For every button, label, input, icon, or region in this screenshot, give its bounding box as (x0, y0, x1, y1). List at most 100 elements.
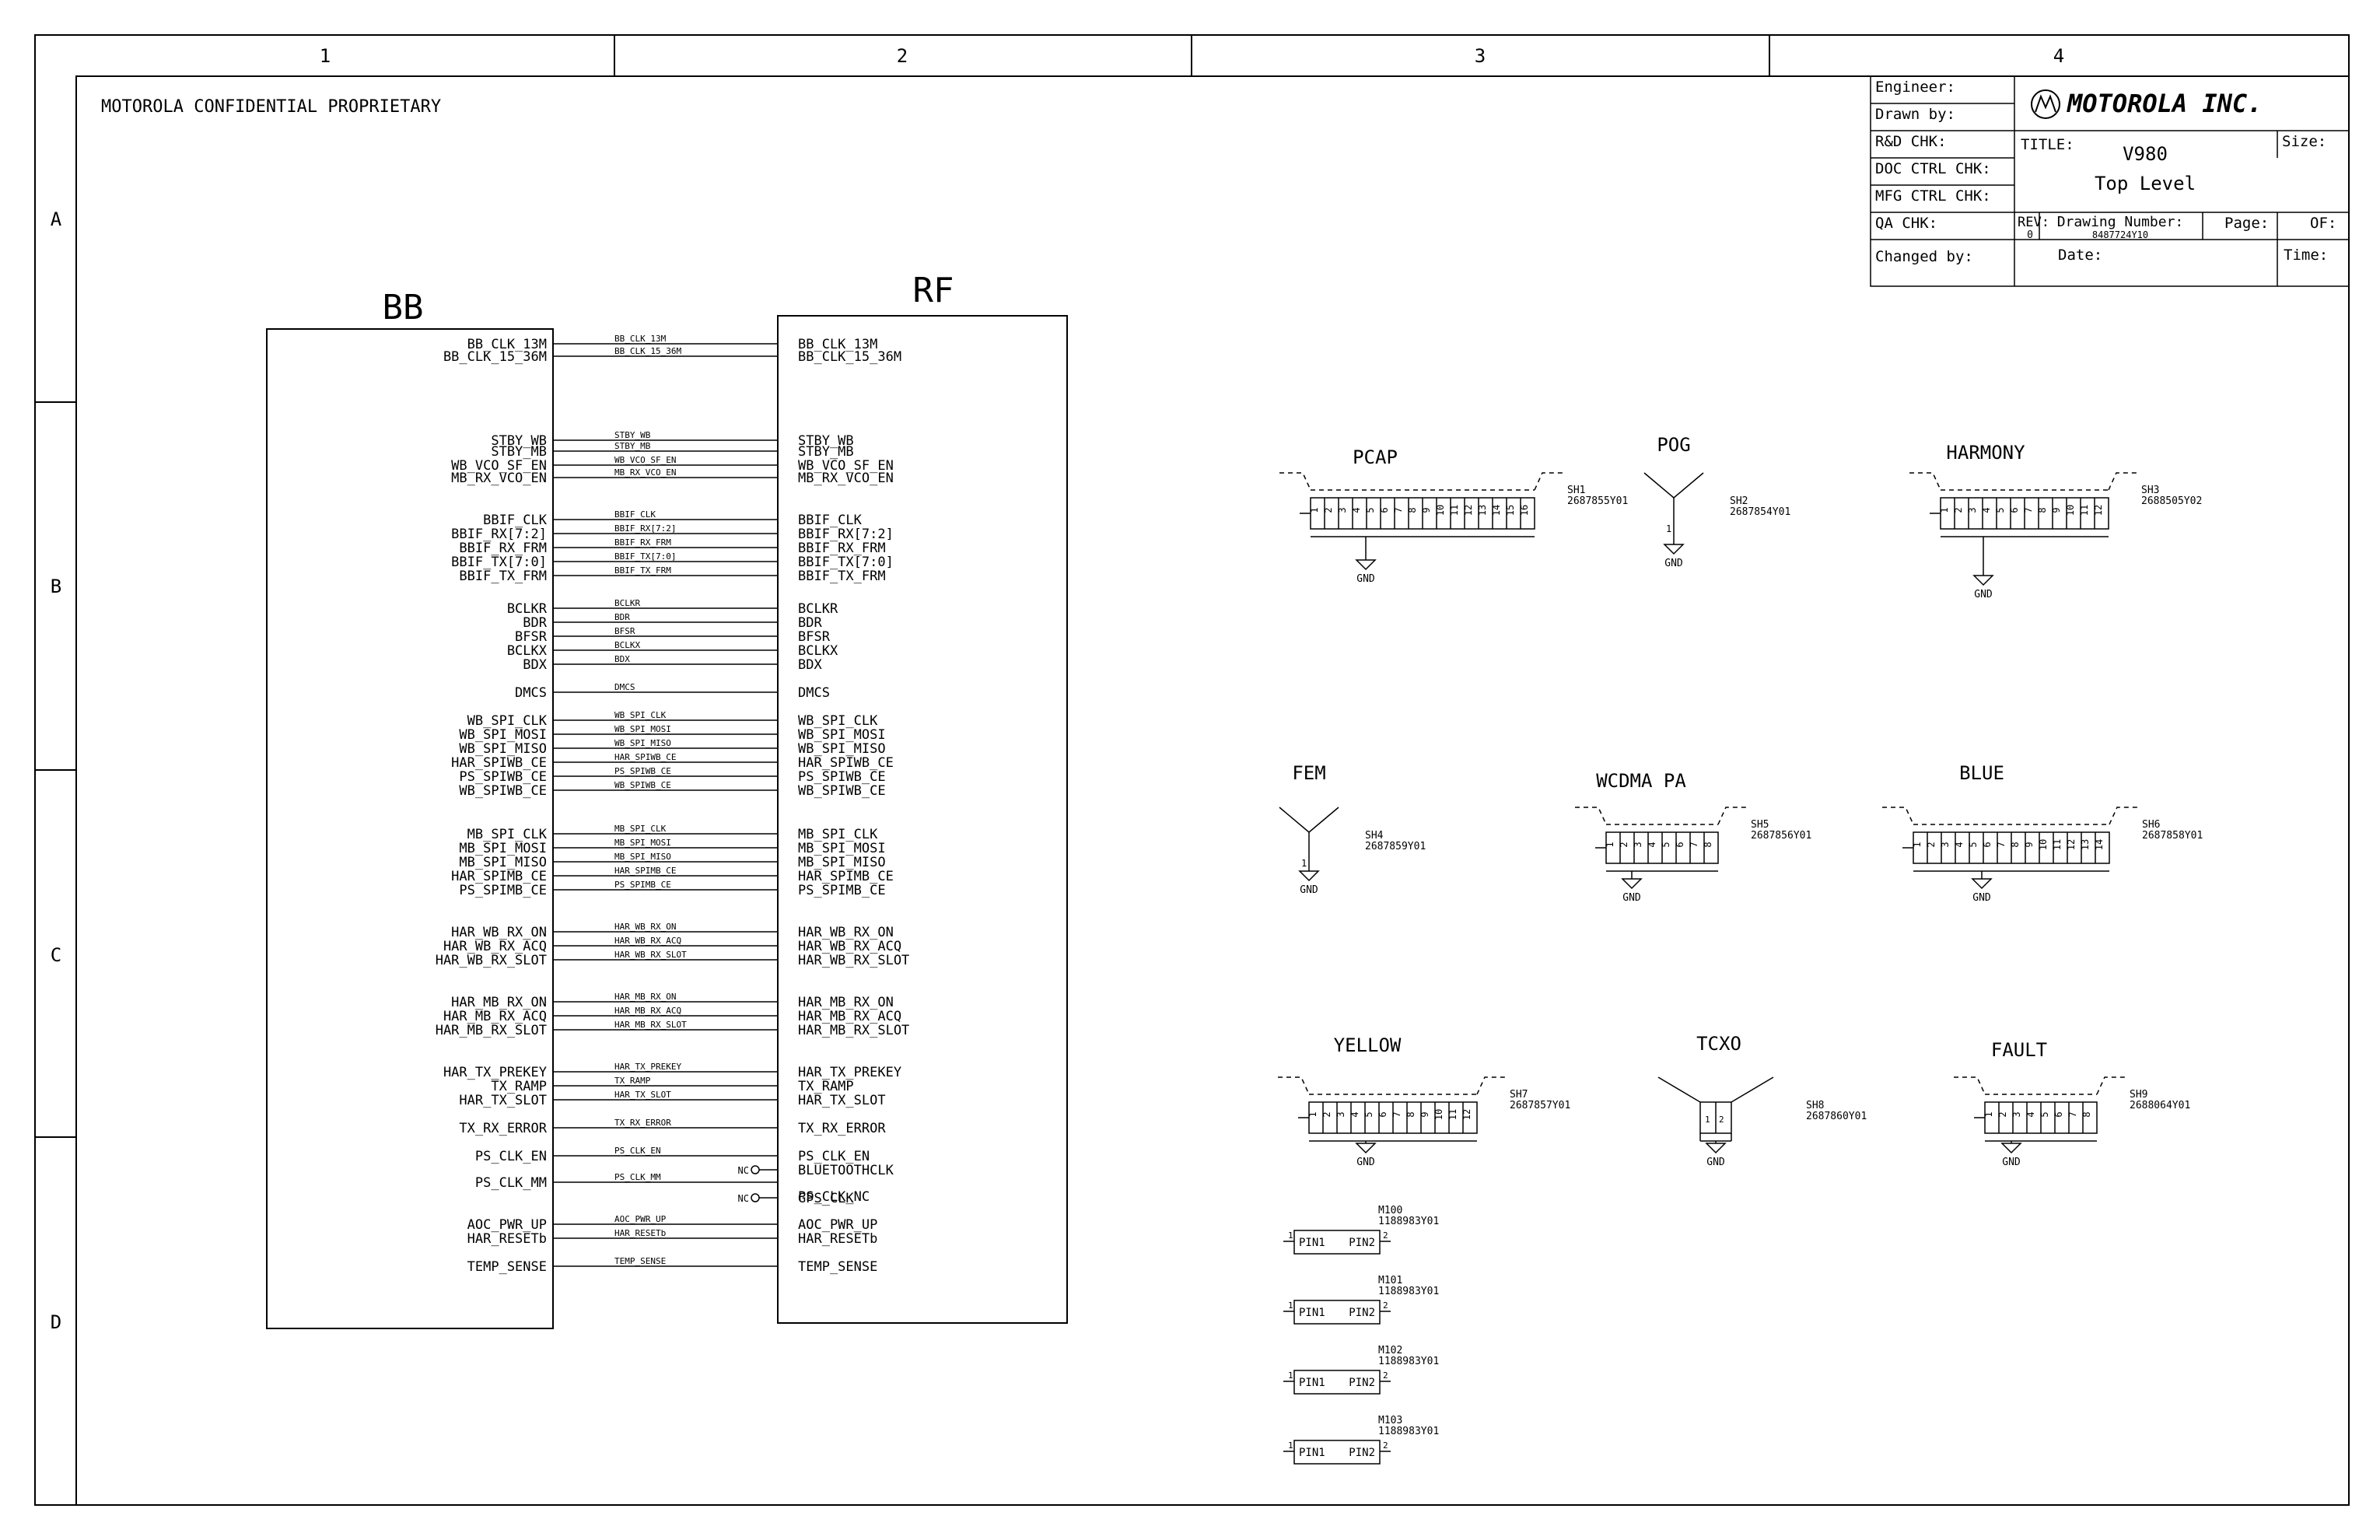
net-label: TX_RX_ERROR (614, 1118, 671, 1128)
net-label: PS_SPIWB_CE (614, 766, 671, 776)
net-label: PS_CLK_MM (614, 1172, 661, 1182)
mech-pin2-label: PIN2 (1349, 1377, 1375, 1389)
pin-number: 13 (1477, 505, 1488, 516)
rf-pin-label: BBIF_TX[7:0] (798, 555, 894, 570)
mech-pin2-label: PIN2 (1349, 1447, 1375, 1459)
row-label-b: B (51, 576, 61, 597)
shield-outline (1909, 472, 1941, 491)
pin-number: 8 (1405, 1111, 1416, 1117)
mech-body (1293, 1300, 1381, 1325)
pin-number: 1 (1288, 1300, 1293, 1311)
company-name: MOTOROLA INC. (2067, 89, 2262, 118)
rf-pin-label: HAR_MB_RX_ACQ (798, 1009, 901, 1024)
bb-pin-label: BBIF_RX_FRM (459, 541, 547, 556)
shield-title: BLUE (1959, 762, 2004, 784)
net-label: DMCS (614, 682, 635, 692)
net-label: BBIF_RX[7:2] (614, 523, 676, 534)
pin-number: 1 (1288, 1370, 1293, 1381)
pin-number: 6 (1982, 842, 1993, 847)
rf-pin-label: MB_SPI_MOSI (798, 841, 886, 856)
row-label-a: A (51, 208, 62, 230)
mech-part-number: 1188983Y01 (1378, 1426, 1439, 1437)
ground-icon (1355, 559, 1377, 571)
pin-number: 7 (1996, 842, 2007, 847)
pin-number: 11 (1447, 1109, 1458, 1120)
gnd-label: GND (1972, 892, 1991, 904)
shield-ref: SH1 (1567, 485, 1585, 496)
gnd-label: GND (1706, 1157, 1725, 1168)
pin-number: 15 (1505, 505, 1516, 516)
pin-number: 14 (1491, 505, 1502, 516)
title-block-label: DOC CTRL CHK: (1875, 160, 1991, 177)
pin-number: 2 (1997, 1111, 2008, 1117)
gnd-label: GND (1356, 1157, 1375, 1168)
net-label: WB_SPIWB_CE (614, 780, 671, 790)
net-label: HAR_TX_SLOT (614, 1090, 671, 1100)
pin-number: 7 (1393, 507, 1404, 513)
row-label-c: C (51, 944, 61, 966)
bb-pin-label: HAR_TX_PREKEY (443, 1065, 547, 1080)
bb-pin-label: DMCS (515, 685, 547, 701)
bb-pin-label: HAR_RESETb (467, 1231, 547, 1247)
net-label: BB_CLK_13M (614, 334, 667, 344)
shield-outline (1278, 1076, 1310, 1095)
rf-pin-label: BDX (798, 657, 822, 673)
date-label: Date: (2058, 247, 2102, 264)
ground-icon (1972, 575, 1994, 586)
rf-pin-label: MB_RX_VCO_EN (798, 471, 894, 486)
shield-ref: SH2 (1730, 495, 1748, 507)
motorola-logo-icon (2031, 89, 2060, 119)
drawing-title-line2: Top Level (2095, 173, 2196, 194)
pin-number: 12 (1461, 1109, 1472, 1120)
bb-pin-label: WB_VCO_SF_EN (451, 458, 547, 474)
net-label: BBIF_TX_FRM (614, 565, 671, 576)
nc-label: NC (738, 1193, 749, 1204)
pin-number: 13 (2080, 839, 2091, 850)
rf-block (777, 315, 1068, 1324)
mech-part-number: 1188983Y01 (1378, 1286, 1439, 1297)
bb-pin-label: MB_SPI_MOSI (459, 841, 547, 856)
pin-number: 3 (1633, 842, 1643, 847)
net-label: BDX (614, 654, 630, 664)
pin-number: 4 (1647, 842, 1657, 847)
net-label: HAR_SPIWB_CE (614, 752, 676, 762)
pin-number: 2 (1321, 1111, 1332, 1117)
net-label: WB_SPI_CLK (614, 710, 667, 720)
pin-number: 2 (1383, 1300, 1388, 1311)
pin-number: 16 (1519, 505, 1530, 516)
pin-number: 2 (1719, 1115, 1724, 1125)
title-label: TITLE: (2021, 136, 2074, 153)
shield-ref: SH7 (1510, 1089, 1528, 1101)
pin-number: 6 (2053, 1111, 2064, 1117)
rf-block-title: RF (913, 271, 954, 310)
shield-title: FEM (1292, 762, 1325, 784)
net-label: BB_CLK_15_36M (614, 346, 681, 356)
rf-pin-label: WB_SPIWB_CE (798, 783, 886, 799)
shield-title: PCAP (1353, 446, 1398, 468)
bb-pin-label: BCLKX (507, 643, 548, 659)
net-label: BBIF_CLK (614, 509, 656, 520)
gnd-label: GND (1664, 558, 1683, 569)
ground-icon (1663, 544, 1685, 555)
rf-pin-label: HAR_RESETb (798, 1231, 877, 1247)
pin-number: 8 (1703, 842, 1713, 847)
column-label-2: 2 (897, 45, 908, 67)
shield-title: YELLOW (1334, 1034, 1402, 1056)
shield-outline (1954, 1076, 1986, 1095)
rf-pin-label: AOC_PWR_UP (798, 1217, 877, 1233)
bb-pin-label: BB_CLK_15_36M (443, 349, 547, 365)
bb-pin-label: BCLKR (507, 601, 548, 617)
shield-outline (1882, 807, 1914, 825)
bb-pin-label: AOC_PWR_UP (467, 1217, 547, 1233)
ground-icon (1971, 878, 1993, 890)
shield-title: HARMONY (1946, 442, 2025, 464)
